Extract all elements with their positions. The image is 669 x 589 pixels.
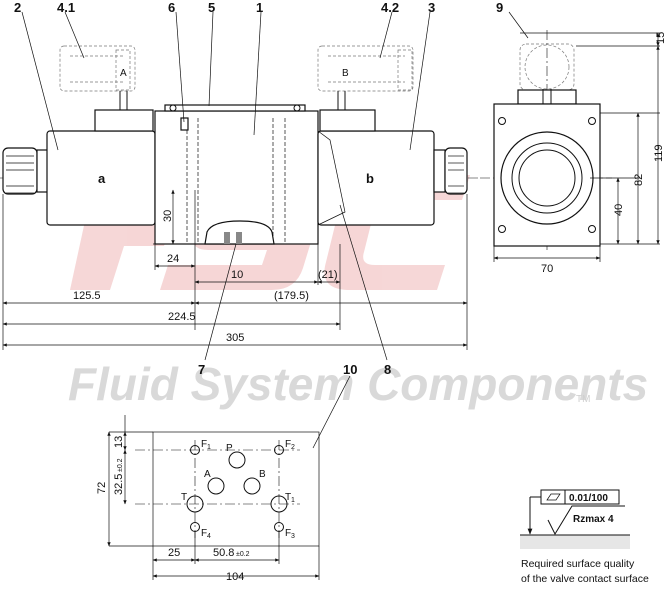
port-p <box>228 451 246 469</box>
port-t1 <box>270 495 288 513</box>
mounting-bolt <box>498 117 506 125</box>
dim-70: 70 <box>541 263 553 275</box>
callout-4-2: 4.2 <box>381 0 399 15</box>
surface-quality-spec: 0.01/100 Rzmax 4 Required surface qualit… <box>520 489 649 585</box>
dim-24: 24 <box>167 253 179 265</box>
callout-2: 2 <box>14 0 21 15</box>
f1-label: F <box>201 439 207 450</box>
dim-25: 25 <box>168 547 180 559</box>
f1-sub: 1 <box>207 444 211 451</box>
recess-detail <box>236 232 242 244</box>
left-connector <box>59 45 154 132</box>
callout-6: 6 <box>168 0 175 15</box>
dim-32-5-tol: ±0.2 <box>117 458 124 472</box>
f2-sub: 2 <box>291 444 295 451</box>
port-p-label: P <box>226 443 233 454</box>
flatness-value: 0.01/100 <box>569 493 608 504</box>
front-view: A a B b <box>0 45 478 350</box>
nameplate-screw <box>169 104 177 112</box>
contact-surface-hatch <box>520 535 630 549</box>
callout-5: 5 <box>208 0 215 15</box>
port-t-label: T <box>181 492 187 503</box>
port-t1-label: T <box>285 492 291 503</box>
dim-10: 10 <box>231 269 243 281</box>
dim-50-8: 50.8 <box>213 547 234 559</box>
f3-sub: 3 <box>291 533 295 540</box>
bolt-hole-f3 <box>274 522 284 532</box>
side-view: 15 119 82 40 70 <box>480 30 667 275</box>
callout-9: 9 <box>496 0 503 15</box>
nameplate <box>164 104 306 112</box>
flatness-value-box <box>564 489 620 505</box>
bolt-hole-f1 <box>190 445 200 455</box>
callout-3: 3 <box>428 0 435 15</box>
port-b <box>243 477 261 495</box>
bolt-hole-f4 <box>190 522 200 532</box>
dim-21: (21) <box>318 269 338 281</box>
dim-72: 72 <box>96 482 108 494</box>
mounting-bolt <box>588 117 596 125</box>
side-a-label: a <box>98 171 106 186</box>
right-manual-override <box>433 147 468 195</box>
dim-40: 40 <box>613 204 625 216</box>
side-b-label: b <box>366 171 374 186</box>
dim-13: 13 <box>113 436 125 448</box>
coil-b-label: B <box>342 68 349 79</box>
callout-1: 1 <box>256 0 263 15</box>
nameplate-screw <box>293 104 301 112</box>
watermark-text: Fluid System Components <box>68 358 648 410</box>
right-connector <box>317 45 414 132</box>
port-t <box>186 495 204 513</box>
dim-82: 82 <box>633 174 645 186</box>
flatness-icon <box>546 493 561 501</box>
bleed-screw <box>180 117 189 131</box>
callout-10: 10 <box>343 362 357 377</box>
dim-119: 119 <box>653 144 665 162</box>
coil-middle-ring <box>511 142 583 214</box>
surface-note-line2: of the valve contact surface <box>521 573 649 585</box>
dim-32-5: 32.5 <box>113 474 125 495</box>
dim-104: 104 <box>226 571 244 583</box>
dim-30: 30 <box>162 210 174 222</box>
callout-4-1: 4.1 <box>57 0 75 15</box>
coil-outer-ring <box>500 131 594 225</box>
f4-sub: 4 <box>207 533 211 540</box>
recess-detail <box>224 232 230 244</box>
coil-inner-ring <box>518 149 576 207</box>
port-a-label: A <box>204 469 211 480</box>
f2-label: F <box>285 439 291 450</box>
port-t1-sub: 1 <box>291 497 295 504</box>
dim-125-5: 125.5 <box>73 290 101 302</box>
mounting-bolt <box>588 225 596 233</box>
roughness-symbol <box>547 505 625 536</box>
left-manual-override <box>2 147 49 195</box>
dim-15: 15 <box>655 32 667 44</box>
bolt-hole-f2 <box>274 445 284 455</box>
coil-a-label: A <box>120 68 127 79</box>
flatness-symbol-box <box>540 489 566 505</box>
dim-50-8-tol: ±0.2 <box>236 551 250 558</box>
watermark-tm: TM <box>576 394 590 405</box>
roughness-value: Rzmax 4 <box>573 514 614 525</box>
mounting-interface: P A B T T 1 F 1 F 2 F 3 F 4 13 32.5 ±0.2… <box>96 415 320 583</box>
f4-label: F <box>201 528 207 539</box>
f3-label: F <box>285 528 291 539</box>
dim-224-5: 224.5 <box>168 311 196 323</box>
surface-note-line1: Required surface quality <box>521 558 635 570</box>
right-solenoid-coil <box>317 130 435 226</box>
plate-outline <box>152 431 320 547</box>
callout-7: 7 <box>198 362 205 377</box>
callout-8: 8 <box>384 362 391 377</box>
port-b-label: B <box>259 469 266 480</box>
dim-305: 305 <box>226 332 244 344</box>
mounting-bolt <box>498 225 506 233</box>
port-a <box>207 477 225 495</box>
dim-179-5: (179.5) <box>274 290 309 302</box>
